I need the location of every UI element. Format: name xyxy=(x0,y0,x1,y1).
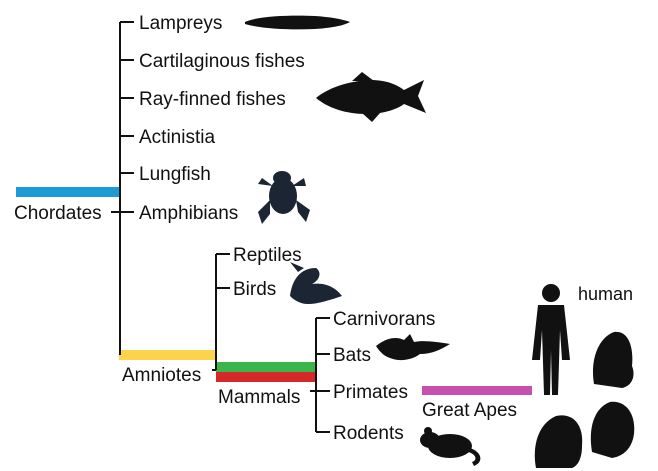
taxon-primates: Primates xyxy=(333,382,408,403)
human-label: human xyxy=(578,284,633,304)
great-apes-bar xyxy=(422,386,532,395)
fish-icon xyxy=(316,72,426,122)
amniotes-bar xyxy=(119,350,217,360)
taxon-amphibians: Amphibians xyxy=(139,203,238,224)
taxon-birds: Birds xyxy=(233,279,276,300)
frog-icon xyxy=(258,171,310,224)
taxon-lungfish: Lungfish xyxy=(139,164,211,185)
chimpanzee-icon xyxy=(591,402,634,458)
taxon-actinistia: Actinistia xyxy=(139,127,215,148)
clade-amniotes: Amniotes xyxy=(122,365,201,386)
clade-chordates: Chordates xyxy=(14,203,102,224)
mammals-bar-bottom xyxy=(216,372,316,382)
taxon-carnivorans: Carnivorans xyxy=(333,309,435,330)
lamprey-icon xyxy=(245,16,350,30)
human-icon xyxy=(532,284,570,395)
bird-icon xyxy=(290,262,342,304)
bat-icon xyxy=(376,334,450,360)
taxon-lampreys: Lampreys xyxy=(139,13,222,34)
clade-great-apes: Great Apes xyxy=(422,400,517,421)
orangutan-icon xyxy=(593,332,634,388)
taxon-rodents: Rodents xyxy=(333,423,404,444)
gorilla-icon xyxy=(535,415,582,468)
chordates-bar xyxy=(16,187,120,197)
rat-icon xyxy=(420,427,480,466)
taxon-ray-finned-fishes: Ray-finned fishes xyxy=(139,89,286,110)
taxon-bats: Bats xyxy=(333,345,371,366)
taxon-cartilaginous-fishes: Cartilaginous fishes xyxy=(139,51,305,72)
clade-mammals: Mammals xyxy=(218,387,300,408)
mammals-bar-top xyxy=(216,362,316,372)
